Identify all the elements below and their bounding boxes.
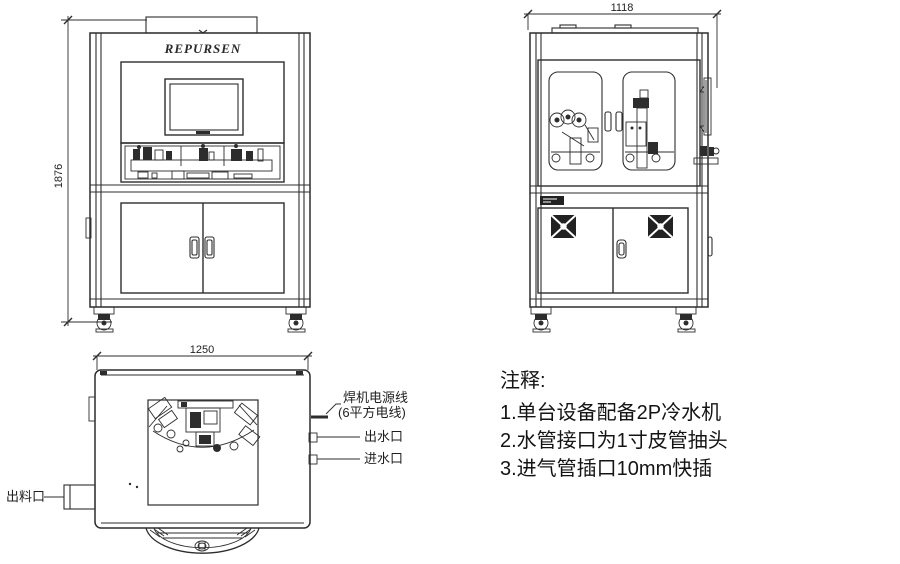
side-machinery-left (549, 109, 600, 165)
front-view: 1876 (53, 15, 311, 333)
side-nameplate (540, 196, 564, 205)
front-work-zone (120, 142, 285, 183)
side-upper-doors (537, 59, 701, 187)
note-item-3: 3.进气管插口10mm快插 (500, 458, 713, 480)
side-cabinet-outline (529, 32, 709, 308)
top-body-outline (94, 369, 311, 529)
front-height-dim-text: 1876 (53, 164, 65, 188)
side-lower-doors (537, 207, 689, 294)
front-top-cover (145, 16, 258, 34)
side-caster-right (675, 306, 697, 333)
side-machinery-right (625, 89, 674, 169)
notes-title: 注释: (500, 370, 546, 392)
side-window-right (622, 71, 676, 171)
top-work-chamber (128, 396, 261, 506)
notes-block: 注释: 1.单台设备配备2P冷水机 2.水管接口为1寸皮管抽头 3.进气管插口1… (500, 364, 728, 483)
fan-grille-right (647, 214, 674, 239)
front-cabinet-outline (89, 32, 311, 308)
brand-text: REPURSEN (164, 41, 242, 56)
top-view: 1250 (44, 344, 360, 554)
front-lower-doors (120, 202, 285, 294)
side-width-dim-text: 1118 (611, 2, 634, 14)
side-view: 1118 (523, 2, 722, 333)
side-width-dimension (523, 9, 722, 88)
front-caster-left (93, 306, 115, 333)
side-window-left (548, 71, 603, 171)
top-fan-bulge (145, 527, 260, 554)
top-width-dimension (92, 351, 313, 370)
label-power-cable: 焊机电源线 (343, 390, 409, 405)
note-item-2: 2.水管接口为1寸皮管抽头 (500, 430, 728, 452)
side-caster-left (530, 306, 552, 333)
side-right-handle (707, 236, 713, 257)
note-item-1: 1.单台设备配备2P冷水机 (500, 402, 722, 424)
front-caster-right (285, 306, 307, 333)
front-left-hinge (85, 217, 92, 239)
top-port-leaders (308, 403, 360, 465)
front-height-dimension (61, 15, 147, 327)
label-water-inlet: 进水口 (364, 451, 404, 466)
front-upper-door (120, 61, 285, 144)
label-discharge-port: 出料口 (6, 489, 46, 504)
label-water-outlet: 出水口 (364, 429, 404, 444)
side-screen-panel (693, 77, 720, 165)
top-width-dim-text: 1250 (190, 344, 214, 356)
label-power-cable-spec: (6平方电线) (338, 405, 406, 420)
fan-grille-left (550, 214, 577, 239)
front-touch-screen (164, 78, 244, 136)
top-discharge-port (44, 484, 96, 510)
top-left-hinge (88, 396, 96, 422)
